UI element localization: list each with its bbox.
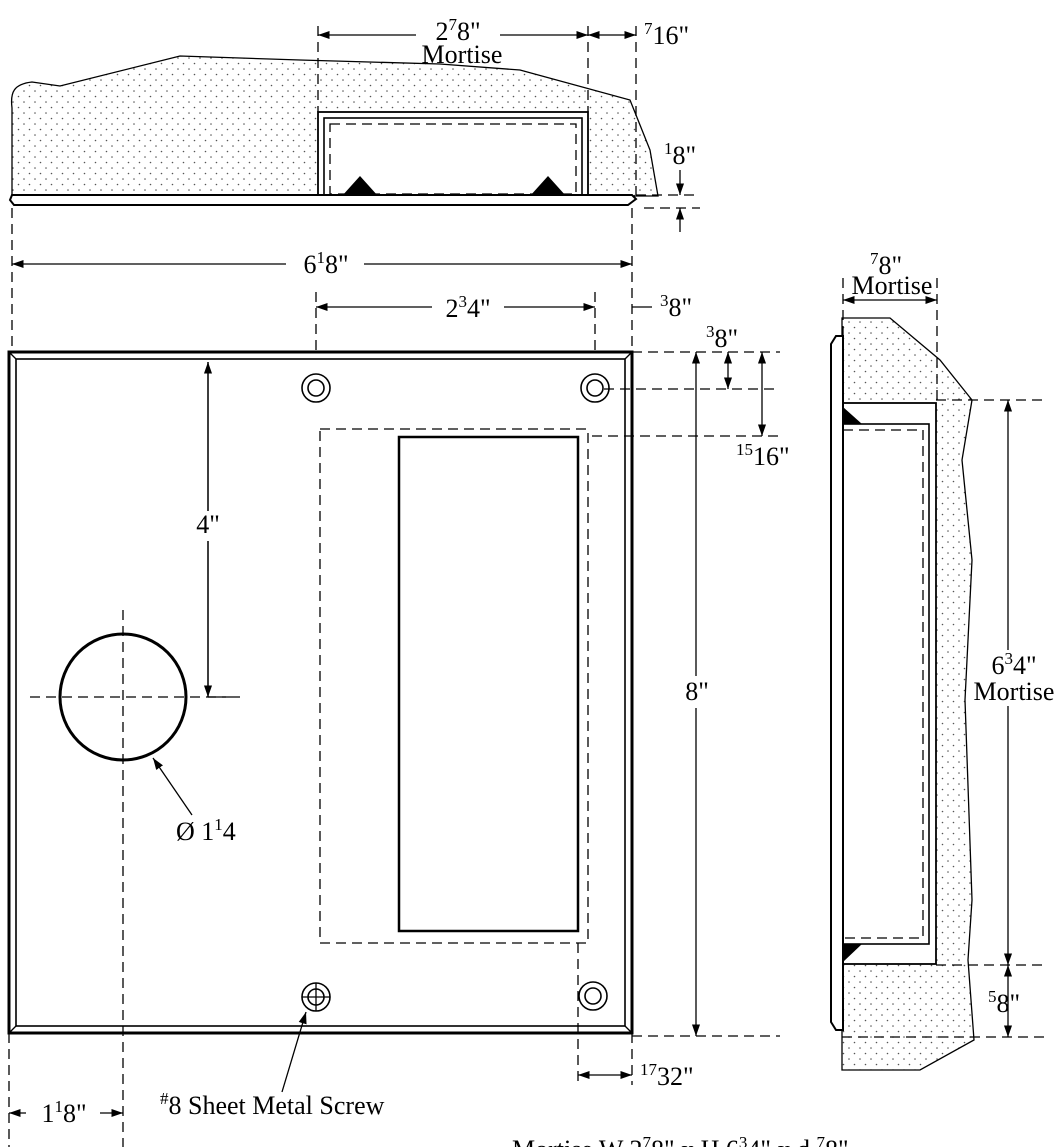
side-mortise-cavity [842, 402, 937, 965]
plate-width-label: 618" [303, 248, 348, 279]
hole-height-label: 4" [196, 510, 220, 539]
top-edge-offset-label: 716" [644, 19, 689, 50]
strike-plate-bevel [15, 358, 626, 1027]
side-tab-bottom [843, 944, 862, 962]
screw-spacing-label: 234" [445, 292, 490, 323]
right-margin-label: 38" [660, 291, 692, 322]
top-plate-thickness-label: 18" [664, 139, 696, 170]
top-tab-left [342, 176, 378, 196]
mortise-hidden-outline [319, 428, 589, 944]
screw-hole-top-right [580, 373, 610, 403]
mortise-summary: Mortise W 278" x H 634" x d 78" [512, 1133, 849, 1147]
hole-diameter-label: Ø 114 [176, 815, 236, 846]
top-view: 278" Mortise 716" 18" [8, 15, 700, 232]
side-plate-profile [830, 335, 844, 1031]
screw-bottom-offset-label: 1732" [640, 1060, 694, 1091]
front-view: 618" 234" 38" 4" Ø 114 [7, 208, 790, 1147]
top-tab-right [530, 176, 566, 196]
side-bottom-offset-label: 58" [988, 987, 1020, 1018]
screw-hole-bottom-right [578, 981, 608, 1011]
plate-height-label: 8" [685, 677, 709, 706]
top-mortise-width-label: 278" [435, 15, 480, 46]
side-tab-top [843, 407, 862, 424]
side-mortise-word: Mortise [852, 271, 933, 300]
side-view: 78" Mortise 634" Mortise 58" [830, 249, 1056, 1071]
mortise-top-offset-label: 1516" [736, 440, 790, 471]
side-mortise-depth-label: 78" [870, 249, 902, 280]
screw-top-offset-label: 38" [706, 322, 738, 353]
strike-opening [397, 435, 580, 933]
side-mortise-height-word: Mortise [974, 677, 1055, 706]
top-plate-profile [8, 194, 638, 206]
top-mortise-word: Mortise [422, 40, 503, 69]
screw-hole-top-left [301, 373, 331, 403]
hole-left-offset-label: 118" [41, 1097, 86, 1128]
side-mortise-height-label: 634" [991, 649, 1036, 680]
screw-label: #8 Sheet Metal Screw [160, 1089, 385, 1120]
